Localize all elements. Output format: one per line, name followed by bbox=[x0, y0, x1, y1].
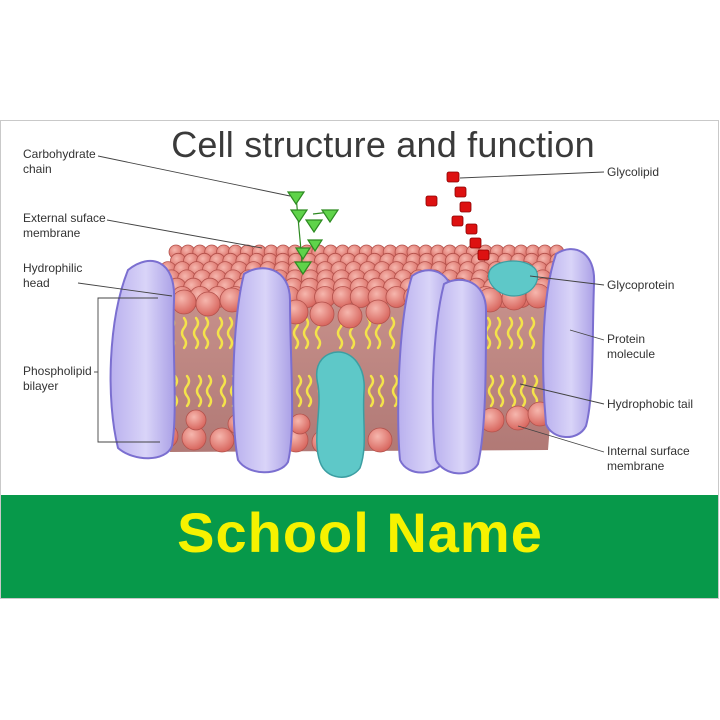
phospholipid-head bbox=[367, 427, 393, 453]
glycoprotein-shape bbox=[315, 260, 539, 478]
tail bbox=[391, 374, 399, 408]
glycolipid-chain bbox=[425, 171, 490, 261]
label-glycolipid: Glycolipid bbox=[607, 165, 659, 179]
tail bbox=[183, 374, 191, 408]
phospholipid-head bbox=[309, 301, 335, 327]
tail bbox=[494, 316, 502, 350]
tail bbox=[516, 316, 524, 350]
protein-molecules bbox=[109, 248, 596, 475]
tail bbox=[364, 316, 372, 350]
tail bbox=[531, 374, 539, 408]
footer-banner bbox=[1, 495, 718, 598]
school-name: School Name bbox=[177, 501, 543, 564]
phospholipid-head bbox=[365, 299, 391, 325]
tail bbox=[205, 374, 213, 408]
tail bbox=[216, 316, 224, 350]
tail bbox=[388, 316, 396, 350]
phospholipid-head bbox=[337, 303, 363, 329]
bilayer-bracket bbox=[97, 297, 160, 443]
tail bbox=[226, 316, 234, 350]
tail bbox=[192, 316, 200, 350]
tail bbox=[219, 374, 227, 408]
tail bbox=[295, 374, 303, 408]
tail bbox=[302, 316, 310, 350]
tail bbox=[487, 374, 495, 408]
tail bbox=[195, 374, 203, 408]
tail bbox=[202, 316, 210, 350]
phospholipid-head bbox=[171, 289, 197, 315]
tail bbox=[509, 374, 517, 408]
phospholipid-head bbox=[209, 427, 235, 453]
phospholipid-head bbox=[185, 409, 207, 431]
tail bbox=[367, 374, 375, 408]
leader-lines bbox=[77, 155, 605, 453]
diagram-title: Cell structure and function bbox=[171, 124, 595, 165]
tail bbox=[506, 316, 514, 350]
label-glycoprotein: Glycoprotein bbox=[607, 278, 674, 292]
tail bbox=[519, 374, 527, 408]
tail bbox=[180, 316, 188, 350]
tail bbox=[528, 316, 536, 350]
tail bbox=[305, 374, 313, 408]
label-hydrophobic-tail: Hydrophobic tail bbox=[607, 397, 693, 411]
carbohydrate-chain bbox=[286, 191, 340, 276]
phospholipid-head bbox=[195, 291, 221, 317]
tail bbox=[377, 374, 385, 408]
tail bbox=[497, 374, 505, 408]
